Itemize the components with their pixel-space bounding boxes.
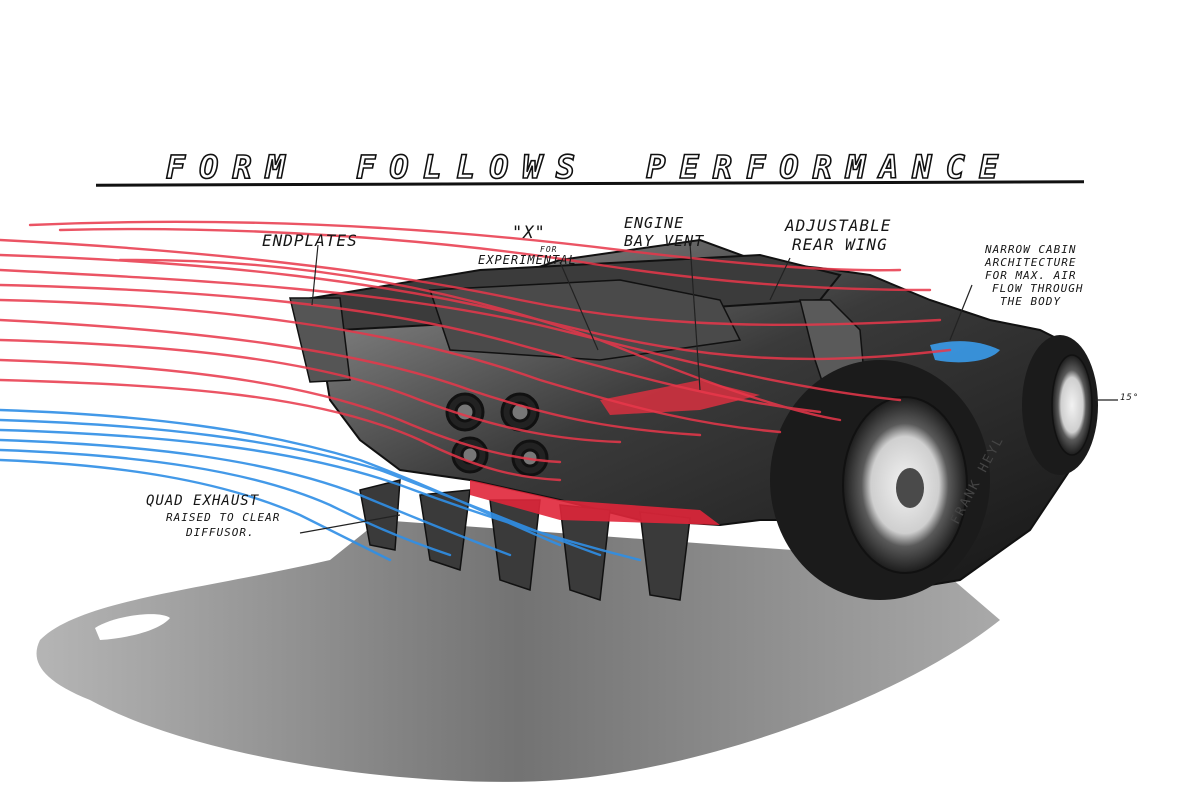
label-engine-line1: Engine (624, 214, 685, 232)
label-cabin-line3: for max. air (985, 269, 1077, 282)
wing-endplate (289, 297, 351, 383)
airflow-red (0, 220, 952, 482)
airflow-blue (0, 408, 642, 562)
label-wing-line1: Adjustable (785, 216, 892, 235)
label-cabin-line2: Architecture (985, 256, 1077, 269)
label-wing-line2: Rear Wing (792, 235, 888, 254)
shadow-cutout (95, 614, 170, 640)
label-cabin-line1: Narrow Cabin (985, 243, 1077, 256)
cabin-airflow (930, 341, 1000, 363)
rear-wheel (770, 360, 990, 600)
page-title: Form Follows Performance (165, 147, 1013, 187)
label-exhaust-line1: Quad Exhaust (146, 493, 260, 509)
label-exhaust-line2: raised to clear (166, 511, 281, 524)
label-x-main: "X" (512, 223, 546, 243)
label-x-for: for (540, 245, 558, 254)
label-angle: 15° (1120, 393, 1140, 403)
tail-light (470, 480, 720, 525)
label-cabin-line4: flow through (992, 282, 1084, 295)
label-exhaust-line3: diffusor. (186, 526, 255, 539)
annotation-leader-lines (299, 242, 1118, 534)
label-endplates: Endplates (262, 231, 358, 250)
label-cabin-line5: the body (1000, 295, 1061, 308)
label-engine-line2: Bay Vent (624, 232, 705, 250)
front-wheel (1022, 335, 1098, 475)
ground-shadow (36, 520, 1000, 782)
label-x-experimental: Experimental (478, 253, 577, 267)
